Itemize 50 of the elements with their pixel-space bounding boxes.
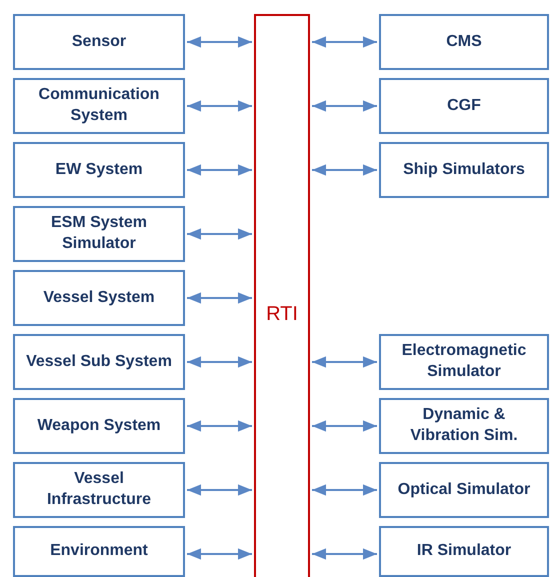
double-arrow (187, 292, 252, 304)
box-label: Communication System (38, 85, 160, 126)
component-box (379, 142, 549, 198)
box-label: EW System (54, 160, 144, 180)
component-box (13, 270, 185, 326)
box-label: Dynamic & Vibration Sim. (409, 405, 519, 446)
double-arrow (312, 36, 377, 48)
box-label: Ship Simulators (402, 160, 526, 180)
component-box (379, 78, 549, 134)
component-box (13, 398, 185, 454)
box-label: Sensor (70, 32, 128, 52)
component-box (13, 78, 185, 134)
double-arrow (187, 100, 252, 112)
component-box (13, 526, 185, 577)
box-label: Optical Simulator (396, 480, 532, 500)
box-label: Vessel Sub System (25, 352, 173, 372)
box-label: ESM System Simulator (50, 213, 148, 254)
component-box (13, 206, 185, 262)
box-label: Vessel Infrastructure (46, 469, 152, 510)
double-arrow (312, 356, 377, 368)
component-box (379, 462, 549, 518)
bus-box (254, 14, 310, 577)
double-arrow (187, 36, 252, 48)
double-arrow (312, 548, 377, 560)
double-arrow (312, 484, 377, 496)
double-arrow (187, 356, 252, 368)
component-box (379, 334, 549, 390)
component-box (13, 462, 185, 518)
double-arrow (187, 420, 252, 432)
component-box (13, 334, 185, 390)
double-arrow (312, 164, 377, 176)
bus-label: RTI (265, 302, 299, 327)
box-label: CGF (446, 96, 482, 116)
box-label: Weapon System (36, 416, 162, 436)
component-box (13, 142, 185, 198)
double-arrow (312, 100, 377, 112)
double-arrow (312, 420, 377, 432)
box-label: CMS (445, 32, 483, 52)
box-label: Vessel System (42, 288, 156, 308)
component-box (379, 14, 549, 70)
box-label: IR Simulator (416, 541, 512, 562)
component-box (379, 526, 549, 577)
double-arrow (187, 164, 252, 176)
component-box (379, 398, 549, 454)
box-label: Environment (49, 541, 149, 562)
box-label: Electromagnetic Simulator (400, 341, 528, 382)
double-arrow (187, 548, 252, 560)
double-arrow (187, 484, 252, 496)
double-arrow (187, 228, 252, 240)
component-box (13, 14, 185, 70)
